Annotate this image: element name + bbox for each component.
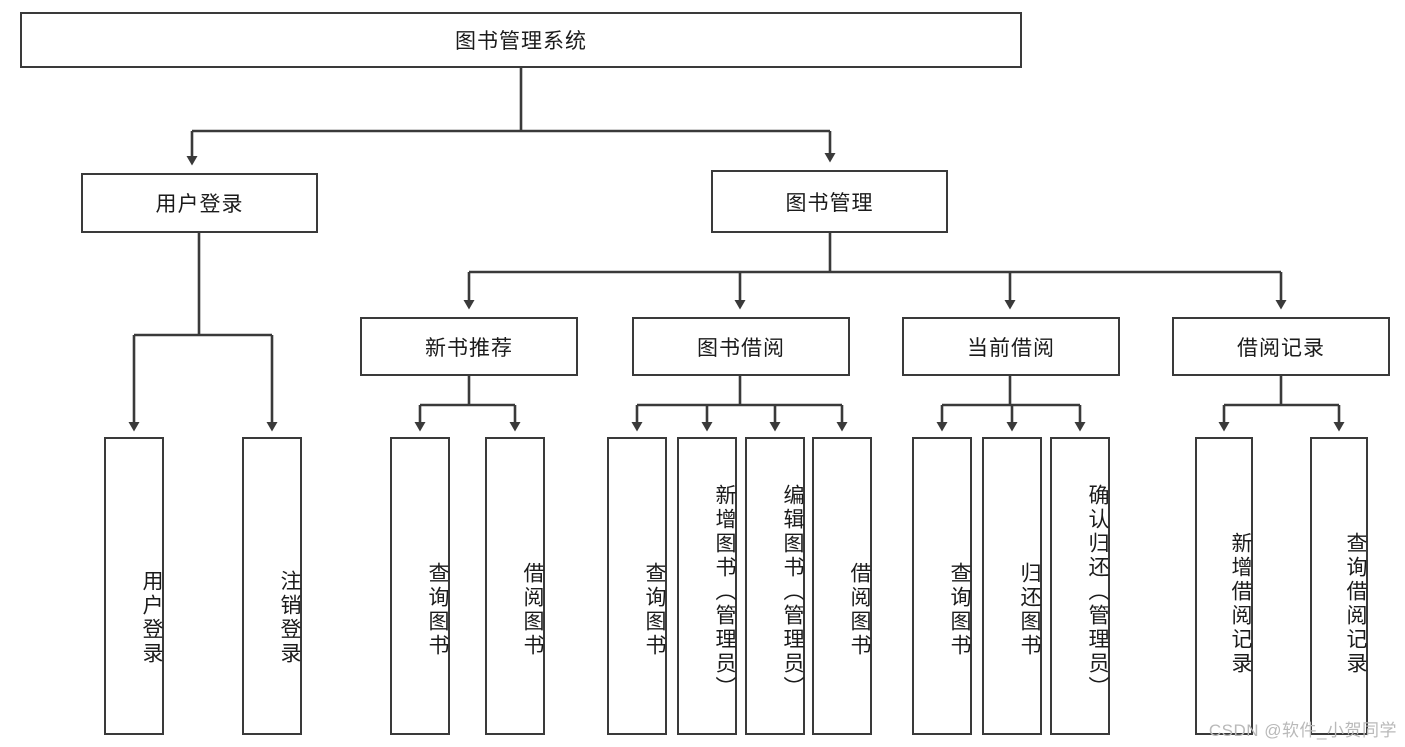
node-label: 用户登录: [140, 570, 163, 666]
node-root-book-management-system[interactable]: 图书管理系统: [20, 12, 1022, 68]
node-label: 查询图书: [426, 561, 449, 658]
node-label: 当前借阅: [967, 336, 1055, 360]
node-label: 归还图书: [1018, 561, 1041, 658]
node-book-management[interactable]: 图书管理: [711, 170, 948, 233]
node-label: 查询图书: [643, 561, 666, 658]
node-label: 图书管理: [785, 191, 874, 215]
node-label: 用户登录: [155, 193, 244, 216]
node-label: 新书推荐: [425, 336, 513, 360]
node-label: 借阅图书: [848, 561, 871, 658]
node-leaf-query-book-recommend[interactable]: 查询图书: [390, 437, 450, 735]
node-label: 借阅记录: [1237, 336, 1325, 360]
watermark-text: CSDN @软件_小贺同学: [1208, 721, 1397, 740]
node-leaf-add-book-admin[interactable]: 新增图书（管理员）: [677, 437, 737, 735]
node-leaf-query-book-borrow[interactable]: 查询图书: [607, 437, 667, 735]
node-leaf-query-book-current[interactable]: 查询图书: [912, 437, 972, 735]
node-leaf-logout[interactable]: 注销登录: [242, 437, 302, 735]
node-label: 图书借阅: [697, 336, 785, 360]
node-label: 新增图书（管理员）: [713, 484, 736, 700]
node-leaf-edit-book-admin[interactable]: 编辑图书（管理员）: [745, 437, 805, 735]
node-leaf-add-borrow-record[interactable]: 新增借阅记录: [1195, 437, 1253, 735]
node-leaf-query-borrow-record[interactable]: 查询借阅记录: [1310, 437, 1368, 735]
node-label: 新增借阅记录: [1229, 532, 1252, 676]
node-label: 图书管理系统: [455, 30, 587, 53]
node-book-borrow[interactable]: 图书借阅: [632, 317, 850, 376]
node-new-book-recommend[interactable]: 新书推荐: [360, 317, 578, 376]
node-label: 编辑图书（管理员）: [781, 484, 804, 700]
node-label: 确认归还（管理员）: [1086, 484, 1109, 700]
node-leaf-return-book[interactable]: 归还图书: [982, 437, 1042, 735]
node-label: 注销登录: [278, 570, 301, 666]
node-current-borrow[interactable]: 当前借阅: [902, 317, 1120, 376]
node-leaf-user-login[interactable]: 用户登录: [104, 437, 164, 735]
node-label: 查询借阅记录: [1344, 532, 1367, 676]
node-leaf-borrow-book-recommend[interactable]: 借阅图书: [485, 437, 545, 735]
node-user-login[interactable]: 用户登录: [81, 173, 318, 233]
node-label: 查询图书: [948, 561, 971, 658]
node-label: 借阅图书: [521, 561, 544, 658]
node-leaf-borrow-book[interactable]: 借阅图书: [812, 437, 872, 735]
node-leaf-confirm-return-admin[interactable]: 确认归还（管理员）: [1050, 437, 1110, 735]
node-borrow-record[interactable]: 借阅记录: [1172, 317, 1390, 376]
